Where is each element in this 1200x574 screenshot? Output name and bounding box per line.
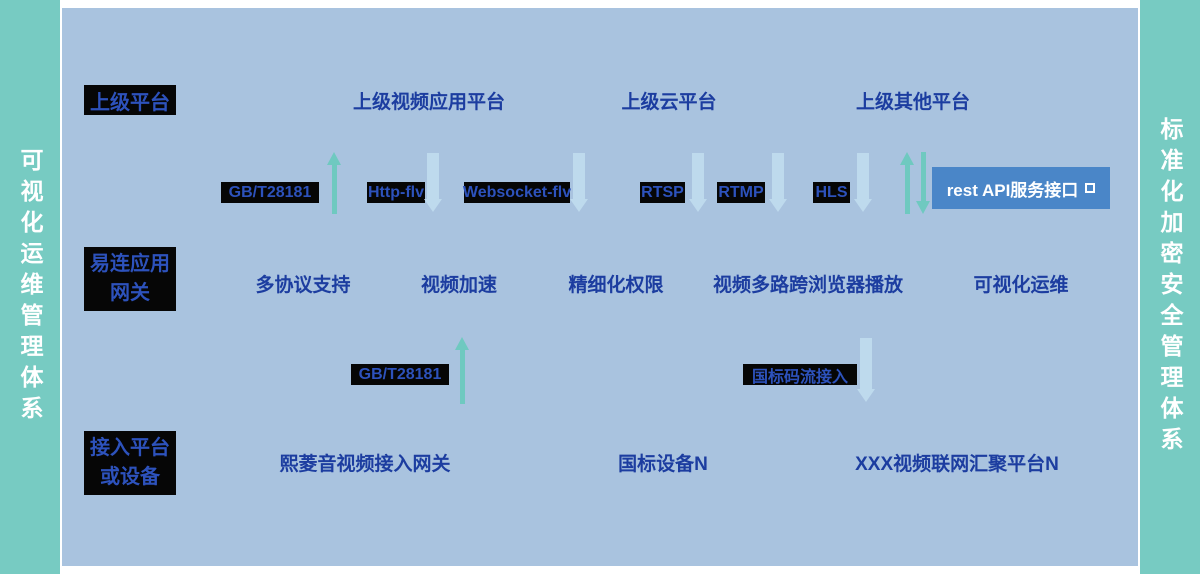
gbt28181-up-arrow-bottom: [455, 337, 469, 404]
gateway-label-line1: 易连应用: [90, 253, 170, 275]
websocket-flv-down-arrow: [570, 153, 588, 212]
white-square-icon: [1085, 183, 1096, 193]
rest-api-up-arrow: [900, 152, 914, 214]
access-platform-label-line2: 或设备: [100, 466, 160, 488]
rtmp-label: RTMP: [717, 182, 765, 203]
main-panel: [62, 8, 1138, 566]
http-flv-down-arrow: [424, 153, 442, 212]
superior-platform-label-box: 上级平台: [84, 85, 176, 115]
access-platform-label-box: 接入平台 或设备: [84, 431, 176, 495]
rest-api-box: rest API服务接口: [932, 167, 1110, 209]
gbt28181-bottom-label: GB/T28181: [351, 364, 449, 385]
websocket-flv-label: Websocket-flv: [463, 182, 571, 203]
superior-video-app-platform-label: 上级视频应用平台: [352, 91, 505, 113]
xxx-video-aggregation-platform-n-label: XXX视频联网汇聚平台N: [855, 453, 1059, 475]
gbt28181-top-label: GB/T28181: [221, 182, 319, 203]
hls-label: HLS: [813, 182, 850, 203]
http-flv-label: Http-flv: [367, 182, 425, 203]
multi-channel-cross-browser-playback-label: 视频多路跨浏览器播放: [712, 274, 903, 296]
left-sidebar: 可视化运维管理体系: [0, 0, 60, 574]
guobiao-device-n-label: 国标设备N: [618, 453, 708, 475]
superior-other-platform-label: 上级其他平台: [855, 91, 970, 113]
rtmp-down-arrow: [769, 153, 787, 212]
left-sidebar-title: 可视化运维管理体系: [17, 147, 43, 427]
visual-operations-label: 可视化运维: [973, 274, 1069, 296]
gbt28181-up-arrow-top: [327, 152, 341, 214]
rtsp-down-arrow: [689, 153, 707, 212]
fine-grained-permission-label: 精细化权限: [568, 274, 664, 296]
multi-protocol-support-label: 多协议支持: [255, 274, 351, 296]
superior-cloud-platform-label: 上级云平台: [621, 91, 717, 113]
right-sidebar: 标准化加密安全管理体系: [1140, 0, 1200, 574]
right-sidebar-title: 标准化加密安全管理体系: [1157, 116, 1183, 458]
rtsp-label: RTSP: [640, 182, 685, 203]
gateway-label-box: 易连应用 网关: [84, 247, 176, 311]
video-acceleration-label: 视频加速: [420, 274, 497, 296]
rest-api-label: rest API服务接口: [946, 180, 1079, 200]
xiling-av-access-gateway-label: 熙菱音视频接入网关: [279, 453, 451, 475]
hls-down-arrow: [854, 153, 872, 212]
rest-api-down-arrow: [916, 152, 930, 214]
gateway-label-line2: 网关: [110, 282, 150, 304]
guobiao-stream-access-label: 国标码流接入: [743, 364, 857, 386]
guobiao-stream-down-arrow: [857, 338, 875, 402]
access-platform-label-line1: 接入平台: [90, 437, 170, 459]
